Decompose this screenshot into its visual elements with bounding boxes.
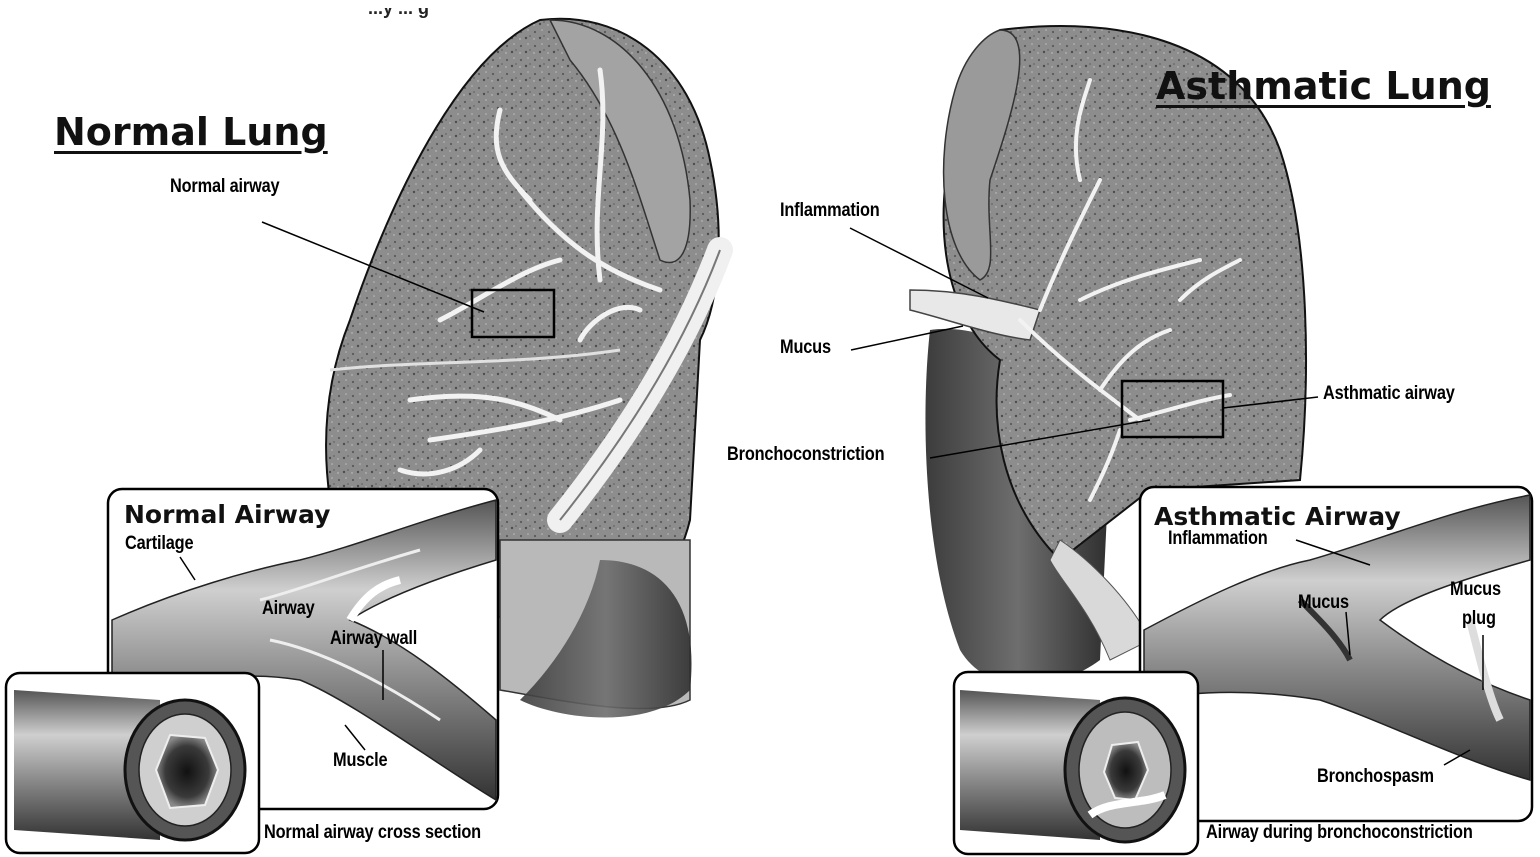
box-inflammation-label: Inflammation <box>1168 528 1268 550</box>
normal-airway-box-title: Normal Airway <box>124 500 330 529</box>
normal-lung-title: Normal Lung <box>54 110 328 154</box>
asthmatic-cross-section-caption: Airway during bronchoconstriction <box>1206 822 1473 844</box>
normal-airway-label: Normal airway <box>170 176 279 198</box>
asthmatic-airway-label: Asthmatic airway <box>1323 383 1455 405</box>
airway-wall-label: Airway wall <box>330 628 417 650</box>
asthmatic-cross-section-inset <box>954 672 1198 854</box>
cartilage-label: Cartilage <box>125 533 193 555</box>
airway-label: Airway <box>262 598 315 620</box>
normal-cross-section-caption: Normal airway cross section <box>264 822 481 844</box>
muscle-label: Muscle <box>333 750 387 772</box>
mucus-plug-label-line2: plug <box>1462 608 1496 630</box>
inflammation-label: Inflammation <box>780 200 880 222</box>
mucus-plug-label-line1: Mucus <box>1450 579 1501 601</box>
bronchoconstriction-label: Bronchoconstriction <box>727 444 884 466</box>
asthmatic-lung-title: Asthmatic Lung <box>1156 64 1491 108</box>
mucus-label: Mucus <box>780 337 831 359</box>
asthmatic-airway-box-title: Asthmatic Airway <box>1154 502 1401 531</box>
bronchospasm-label: Bronchospasm <box>1317 766 1434 788</box>
normal-cross-section-inset <box>6 673 259 853</box>
box-mucus-label: Mucus <box>1298 592 1349 614</box>
